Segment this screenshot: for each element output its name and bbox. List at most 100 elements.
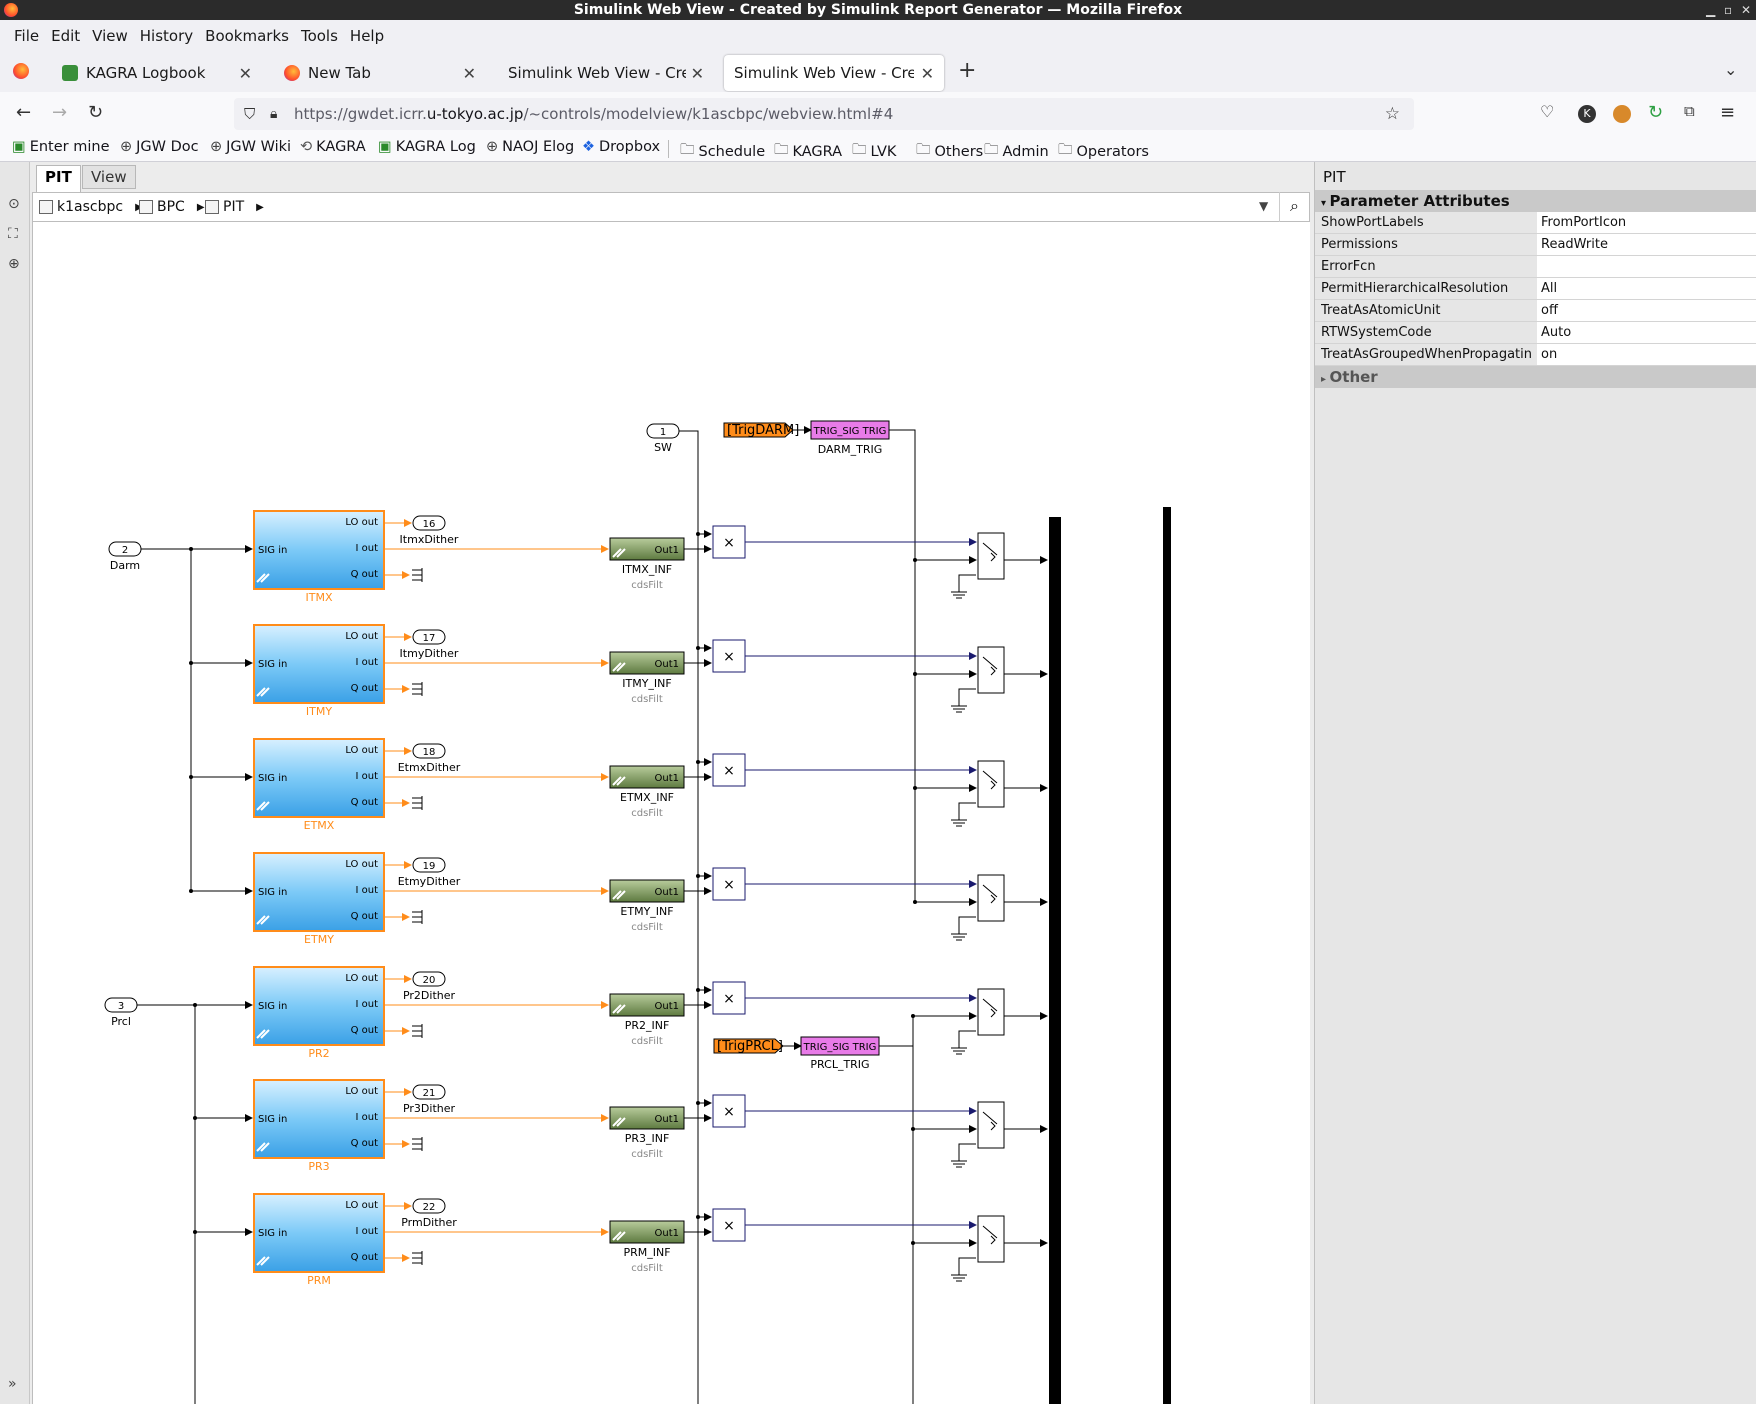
ground-block[interactable] [951,916,976,941]
port-q-out[interactable]: Q out [351,683,379,694]
switch-block[interactable] [977,760,1005,808]
outport-number[interactable]: 21 [423,1088,436,1099]
port-lo-out[interactable]: LO out [345,631,378,642]
search-icon[interactable]: ⌕ [1279,192,1309,222]
ground-block[interactable] [951,1143,976,1168]
port-i-out[interactable]: I out [355,1112,378,1123]
breadcrumb-item-bpc[interactable]: BPC▶ [139,199,205,215]
switch-symbol[interactable] [982,1111,998,1131]
url-bar[interactable]: ⛉ 🔒︎ https://gwdet.icrr.u-tokyo.ac.jp/~c… [234,98,1414,130]
outport-number[interactable]: 16 [423,519,436,530]
port-sig-in[interactable]: SIG in [258,1001,287,1012]
reload-icon[interactable]: ↻ [88,102,104,123]
outport-label[interactable]: ItmxDither [400,533,459,546]
product-symbol[interactable]: × [723,1218,735,1234]
list-tabs-icon[interactable]: ⌄ [1724,60,1738,79]
mux-block[interactable] [1049,517,1061,1404]
product-symbol[interactable]: × [723,1104,735,1120]
outport[interactable] [412,857,446,873]
port-i-out[interactable]: I out [355,885,378,896]
bookmark-4[interactable]: ▣KAGRA Log [378,139,476,155]
port-lo-out[interactable]: LO out [345,859,378,870]
port-sig-in[interactable]: SIG in [258,1114,287,1125]
port-lo-out[interactable]: LO out [345,745,378,756]
switch-block[interactable] [977,988,1005,1036]
tab-new-tab[interactable]: New Tab ✕ [274,55,486,91]
outport-number[interactable]: 20 [423,975,436,986]
port-i-out[interactable]: I out [355,771,378,782]
tab-simulink-1[interactable]: Simulink Web View - Create ✕ [498,55,714,91]
bookmark-2[interactable]: ⊕JGW Wiki [210,139,291,155]
switch-symbol[interactable] [982,656,998,676]
goto-trigdarm[interactable] [723,422,794,438]
port-lo-out[interactable]: LO out [345,517,378,528]
ground-block[interactable] [951,1257,976,1282]
port-i-out[interactable]: I out [355,543,378,554]
product-block[interactable] [712,867,746,901]
param-value[interactable]: FromPortIcon [1537,212,1756,233]
bookmark-11[interactable]: 🗀︎Admin [984,139,1049,164]
ground-block[interactable] [951,802,976,827]
sw-port-label[interactable]: SW [654,441,672,454]
outport-label[interactable]: Pr2Dither [403,989,456,1002]
bookmark-8[interactable]: 🗀︎KAGRA [774,139,842,164]
dither-block-name[interactable]: ITMY [306,705,332,718]
breadcrumb-item-pit[interactable]: PIT▶ [205,199,264,215]
port-lo-out[interactable]: LO out [345,973,378,984]
outport[interactable] [412,743,446,759]
close-window-icon[interactable]: ✕ [1741,3,1752,17]
expand-icon[interactable]: » [8,1376,17,1392]
dither-block-pr2[interactable] [253,966,385,1046]
shield-icon[interactable]: ⛉ [244,105,256,123]
bookmark-7[interactable]: 🗀︎Schedule [680,139,765,164]
close-tab-icon[interactable]: ✕ [238,63,252,83]
port-i-out[interactable]: I out [355,657,378,668]
extension-fox-icon[interactable] [1613,105,1631,123]
bookmark-6[interactable]: ❖Dropbox [582,139,660,155]
param-value[interactable]: off [1537,300,1756,321]
goto-trigdarm-label[interactable]: [TrigDARM] [727,423,799,438]
outport[interactable] [412,971,446,987]
port-sig-in[interactable]: SIG in [258,659,287,670]
ground-block[interactable] [951,688,976,713]
bookmark-1[interactable]: ⊕JGW Doc [120,139,199,155]
port-lo-out[interactable]: LO out [345,1200,378,1211]
port-sig-in[interactable]: SIG in [258,887,287,898]
dither-block-name[interactable]: PR2 [308,1047,329,1060]
outport-label[interactable]: PrmDither [401,1216,457,1229]
outport-number[interactable]: 18 [423,747,436,758]
outport-label[interactable]: ItmyDither [400,647,459,660]
dither-block-etmx[interactable] [253,738,385,818]
forward-icon[interactable]: → [52,102,68,123]
port-q-out[interactable]: Q out [351,797,379,808]
switch-symbol[interactable] [982,542,998,562]
menu-bookmarks[interactable]: Bookmarks [205,27,289,45]
product-symbol[interactable]: × [723,877,735,893]
tab-simulink-active[interactable]: Simulink Web View - Create ✕ [724,55,944,91]
menu-history[interactable]: History [139,27,194,45]
sync-icon[interactable]: ↻ [1648,102,1664,123]
port-lo-out[interactable]: LO out [345,1086,378,1097]
app-menu-icon[interactable]: ≡ [1720,102,1736,123]
bookmark-0[interactable]: ▣Enter mine [12,139,110,155]
dither-block-etmy[interactable] [253,852,385,932]
outport-label[interactable]: EtmxDither [398,761,461,774]
switch-symbol[interactable] [982,1225,998,1245]
switch-block[interactable] [977,1215,1005,1263]
product-symbol[interactable]: × [723,763,735,779]
param-value[interactable] [1537,256,1756,277]
product-block[interactable] [712,1094,746,1128]
switch-block[interactable] [977,874,1005,922]
close-tab-icon[interactable]: ✕ [690,63,704,83]
firefox-view-icon[interactable] [13,63,29,79]
trig-block-darm-label[interactable]: TRIG_SIG TRIG [813,426,887,437]
bookmark-5[interactable]: ⊕NAOJ Elog [486,139,574,155]
sw-port-number[interactable]: 1 [660,427,666,438]
bookmark-10[interactable]: 🗀︎Others [916,139,983,164]
port-sig-in[interactable]: SIG in [258,545,287,556]
port-sig-in[interactable]: SIG in [258,773,287,784]
inport-branch[interactable] [137,1004,196,1404]
dither-block-itmx[interactable] [253,510,385,590]
new-tab-icon[interactable]: + [958,58,977,83]
